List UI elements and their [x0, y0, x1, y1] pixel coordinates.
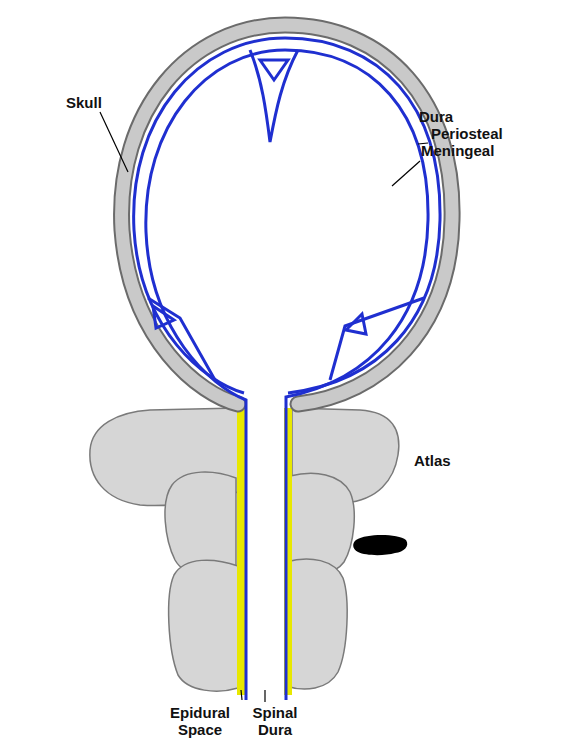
- part-label: Periosteal: [431, 125, 503, 142]
- part-label: Skull: [66, 94, 102, 111]
- falx-cerebri: [250, 50, 298, 142]
- leader-line: [100, 112, 128, 172]
- leader-line: [264, 690, 265, 702]
- tentorium-right: [330, 298, 424, 380]
- tentorium-left: [148, 298, 215, 380]
- leader-lines: [100, 112, 428, 702]
- skull-bone: [122, 25, 453, 404]
- sinus-right: [346, 314, 366, 334]
- part-label: Dura: [419, 108, 453, 125]
- leader-line: [392, 161, 420, 186]
- superior-sagittal-sinus: [260, 60, 288, 80]
- c3-right: [286, 559, 347, 689]
- epidural-space: [237, 408, 245, 695]
- part-label: Epidural Space: [162, 704, 238, 738]
- c3-left: [169, 560, 238, 691]
- redaction-mark: [353, 535, 407, 555]
- sinus-left: [153, 306, 174, 328]
- skull-bone: [122, 25, 453, 404]
- meningeal-dura: [146, 50, 428, 700]
- part-label: Spinal Dura: [247, 704, 303, 738]
- part-label: Meningeal: [421, 142, 494, 159]
- leader-line: [241, 690, 242, 700]
- part-label: Atlas: [414, 452, 451, 469]
